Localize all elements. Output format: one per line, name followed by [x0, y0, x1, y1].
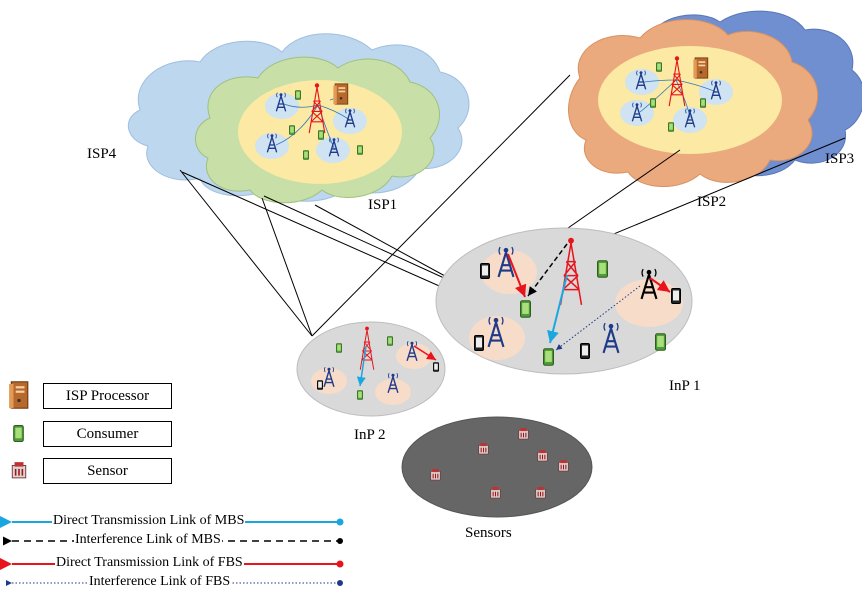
- isp1-label: ISP1: [368, 197, 398, 213]
- inp1-equipment: [474, 236, 681, 366]
- legend-isp-processor: ISP Processor: [43, 383, 172, 409]
- isp4-label: ISP4: [87, 146, 117, 162]
- isp1-femtocells: [255, 93, 367, 163]
- legend-fbs-interference-label: Interference Link of FBS: [88, 574, 232, 590]
- inp2-area: [296, 321, 446, 417]
- inp2-equipment: [317, 326, 439, 400]
- legend-fbs-direct-label: Direct Transmission Link of FBS: [55, 555, 244, 571]
- isp-inp-links: [179, 74, 846, 337]
- isp2-label: ISP2: [697, 194, 727, 210]
- inp1-label: InP 1: [669, 378, 701, 394]
- isp2-core: [598, 46, 782, 154]
- legend-mbs-interference-label: Interference Link of MBS: [74, 532, 222, 548]
- consumer-icon: [13, 425, 24, 442]
- legend-consumer: Consumer: [43, 421, 172, 447]
- isp-processor-icon: [8, 381, 29, 409]
- sensors-label: Sensors: [465, 525, 512, 541]
- inp2-label: InP 2: [354, 427, 386, 443]
- legend-mbs-direct-label: Direct Transmission Link of MBS: [52, 513, 246, 529]
- legend-sensor: Sensor: [43, 458, 172, 484]
- isp3-label: ISP3: [825, 151, 855, 167]
- sensor-icon: [11, 461, 27, 479]
